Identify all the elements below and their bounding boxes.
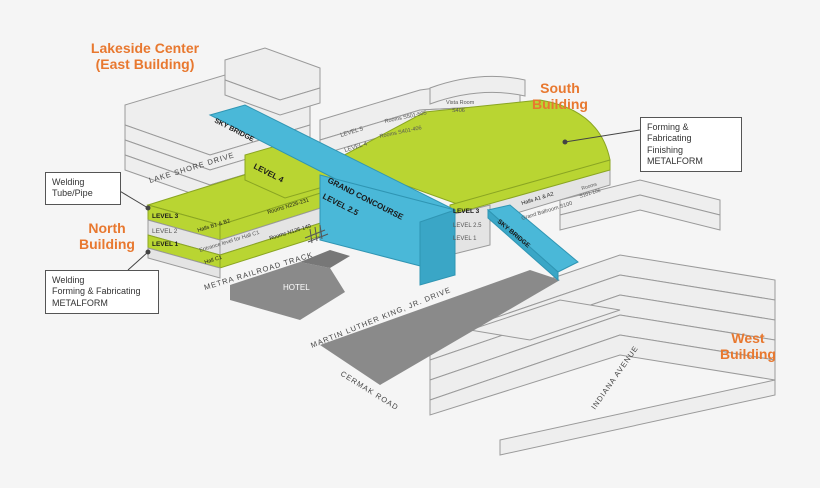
vista-room-label: Vista Room <box>446 100 475 106</box>
hotel-label: HOTEL <box>283 283 310 292</box>
west-building <box>429 254 776 456</box>
cermak-road-area <box>320 270 560 385</box>
callout-leaders <box>117 129 641 271</box>
south-building-title: South Building <box>532 80 588 113</box>
railroad-icon <box>304 224 329 244</box>
callout-south-line1: Forming & Fabricating <box>647 122 692 144</box>
rooms-s-label: Rooms <box>581 181 598 192</box>
callout-north-lower-line1: Welding <box>52 275 85 285</box>
south-sky-bridge-side <box>487 208 559 282</box>
grand-concourse <box>208 104 457 286</box>
vista-num-label: S406 <box>452 108 465 114</box>
south-level1-label: LEVEL 1 <box>453 236 477 242</box>
north-level2-label: LEVEL 2 <box>152 228 178 235</box>
lakeside-center-title: Lakeside Center (East Building) <box>70 40 220 72</box>
hall-c1-label: Hall C1 <box>204 255 223 266</box>
south-level3-label: LEVEL 3 <box>453 208 480 215</box>
north-level3-label: LEVEL 3 <box>152 213 179 220</box>
callout-north-upper-line1: Welding <box>52 177 85 187</box>
callout-north-upper: Welding Tube/Pipe <box>45 172 121 205</box>
hotel-block <box>230 250 350 320</box>
west-building-stack-right <box>559 179 721 231</box>
callout-north-lower-line3: METALFORM <box>52 297 108 308</box>
south-level25-label: LEVEL 2.5 <box>453 223 482 229</box>
lakeside-title-line1: Lakeside Center <box>90 40 200 56</box>
west-building-title: West Building <box>720 330 776 363</box>
callout-north-upper-line2: Tube/Pipe <box>52 188 93 199</box>
north-level1-label: LEVEL 1 <box>152 241 179 248</box>
callout-north-lower-line2: Forming & Fabricating <box>52 286 141 297</box>
callout-south-line3: METALFORM <box>647 155 703 166</box>
callout-north-lower: Welding Forming & Fabricating METALFORM <box>45 270 159 314</box>
callout-south-line2: Finishing <box>647 144 684 155</box>
callout-south: Forming & Fabricating Finishing METALFOR… <box>640 117 742 172</box>
north-building-title: North Building <box>79 220 135 253</box>
lakeside-title-line2: (East Building) <box>95 56 195 73</box>
